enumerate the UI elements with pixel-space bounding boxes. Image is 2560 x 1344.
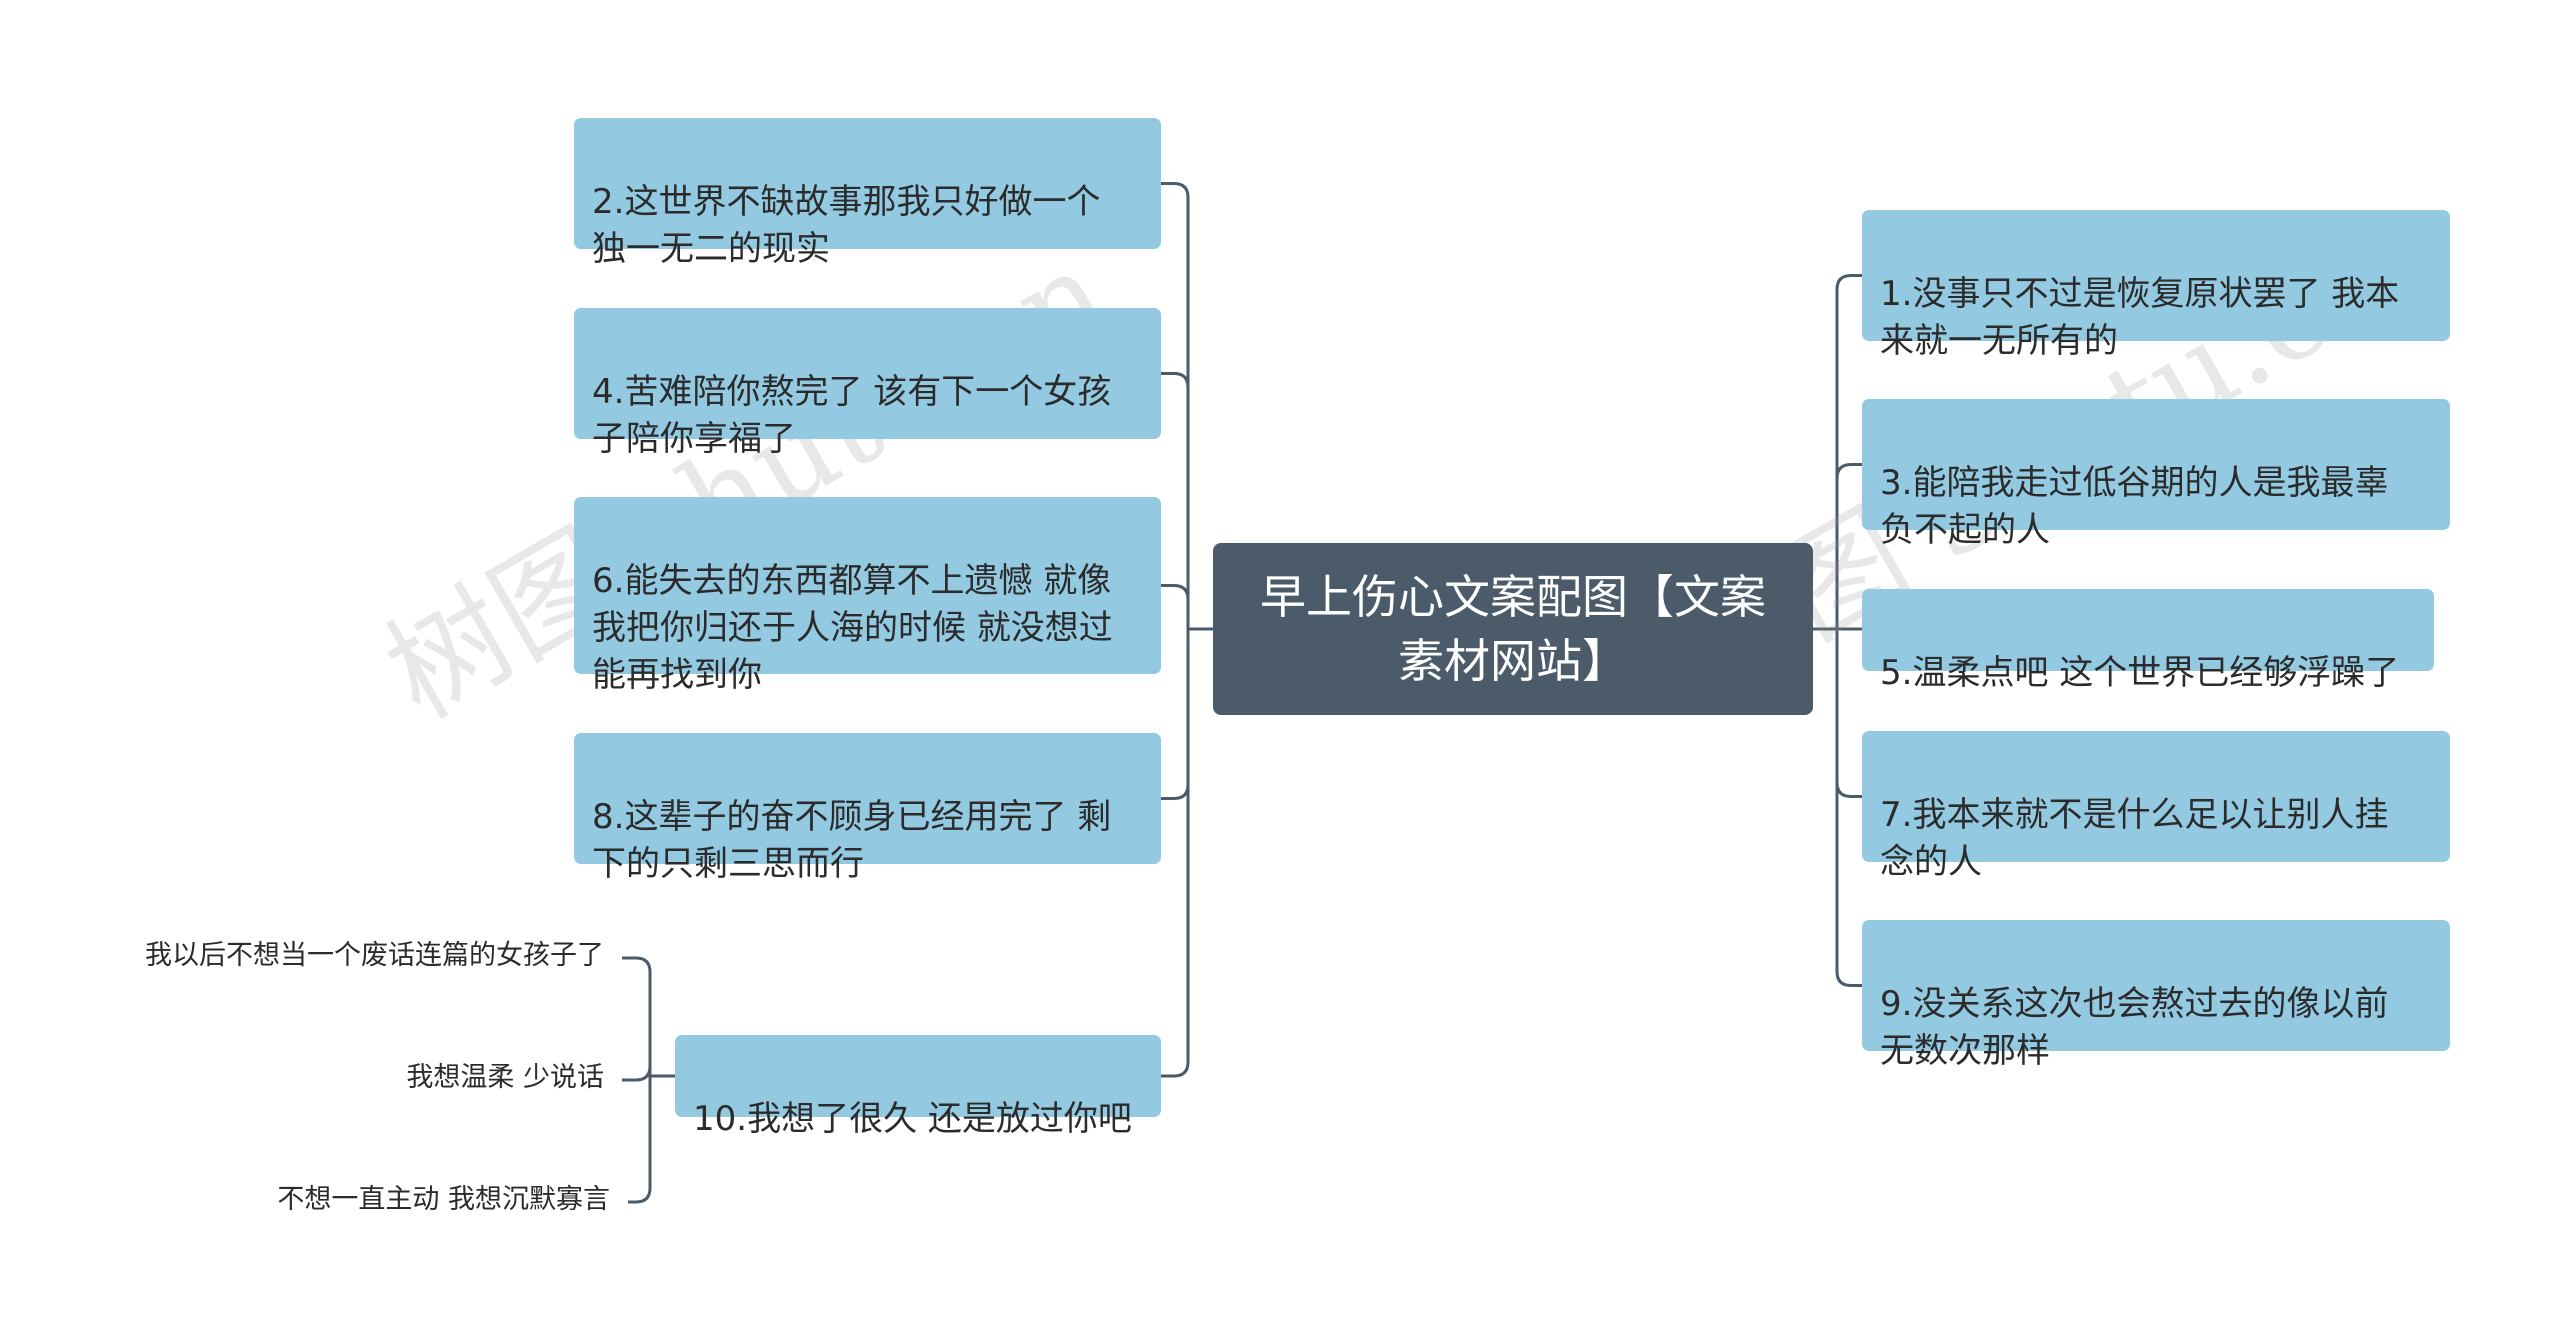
branch-label-1: 1.没事只不过是恢复原状罢了 我本 来就一无所有的	[1880, 274, 2400, 361]
leaf-label-1: 我以后不想当一个废话连篇的女孩子了	[145, 940, 604, 971]
branch-label-6: 6.能失去的东西都算不上遗憾 就像 我把你归还于人海的时候 就没想过 能再找到你	[592, 561, 1113, 695]
branch-label-7: 7.我本来就不是什么足以让别人挂 念的人	[1880, 795, 2389, 882]
connector-right-0	[1835, 274, 1862, 629]
branch-label-8: 8.这辈子的奋不顾身已经用完了 剩 下的只剩三思而行	[592, 797, 1112, 884]
connector-leaf-2	[628, 1076, 652, 1204]
connector-left-4	[1161, 629, 1190, 1078]
connector-leaf-1	[622, 1065, 652, 1082]
branch-node-6[interactable]: 6.能失去的东西都算不上遗憾 就像 我把你归还于人海的时候 就没想过 能再找到你	[574, 497, 1161, 695]
branch-node-5[interactable]: 5.温柔点吧 这个世界已经够浮躁了	[1862, 589, 2434, 693]
branch-node-4[interactable]: 4.苦难陪你熬完了 该有下一个女孩 子陪你享福了	[574, 308, 1161, 459]
branch-node-9[interactable]: 9.没关系这次也会熬过去的像以前 无数次那样	[1862, 920, 2450, 1071]
connector-left-1	[1161, 372, 1190, 629]
branch-node-8[interactable]: 8.这辈子的奋不顾身已经用完了 剩 下的只剩三思而行	[574, 733, 1161, 884]
branch-label-9: 9.没关系这次也会熬过去的像以前 无数次那样	[1880, 984, 2389, 1071]
connector-leaf-0	[622, 956, 652, 1076]
connector-left-2	[1161, 584, 1190, 629]
branch-node-3[interactable]: 3.能陪我走过低谷期的人是我最辜 负不起的人	[1862, 399, 2450, 550]
branch-label-5: 5.温柔点吧 这个世界已经够浮躁了	[1880, 653, 2400, 693]
leaf-node-1[interactable]: 我以后不想当一个废话连篇的女孩子了	[80, 939, 604, 973]
branch-label-2: 2.这世界不缺故事那我只好做一个 独一无二的现实	[592, 182, 1101, 269]
connector-left-0	[1161, 182, 1190, 629]
branch-node-10[interactable]: 10.我想了很久 还是放过你吧	[675, 1035, 1161, 1139]
connector-right-1	[1835, 463, 1862, 629]
branch-label-3: 3.能陪我走过低谷期的人是我最辜 负不起的人	[1880, 463, 2389, 550]
leaf-label-3: 不想一直主动 我想沉默寡言	[277, 1184, 610, 1215]
leaf-node-2[interactable]: 我想温柔 少说话	[80, 1061, 604, 1095]
connector-right-4	[1835, 629, 1862, 987]
branch-node-7[interactable]: 7.我本来就不是什么足以让别人挂 念的人	[1862, 731, 2450, 882]
central-topic-label: 早上伤心文案配图【文案 素材网站】	[1260, 570, 1766, 688]
connector-left-3	[1161, 629, 1190, 800]
branch-node-1[interactable]: 1.没事只不过是恢复原状罢了 我本 来就一无所有的	[1862, 210, 2450, 361]
leaf-label-2: 我想温柔 少说话	[406, 1062, 604, 1093]
branch-node-2[interactable]: 2.这世界不缺故事那我只好做一个 独一无二的现实	[574, 118, 1161, 269]
leaf-node-3[interactable]: 不想一直主动 我想沉默寡言	[80, 1183, 610, 1217]
branch-label-4: 4.苦难陪你熬完了 该有下一个女孩 子陪你享福了	[592, 372, 1112, 459]
branch-label-10: 10.我想了很久 还是放过你吧	[693, 1099, 1132, 1139]
connector-right-3	[1835, 629, 1862, 798]
central-topic-node[interactable]: 早上伤心文案配图【文案 素材网站】	[1213, 543, 1813, 715]
